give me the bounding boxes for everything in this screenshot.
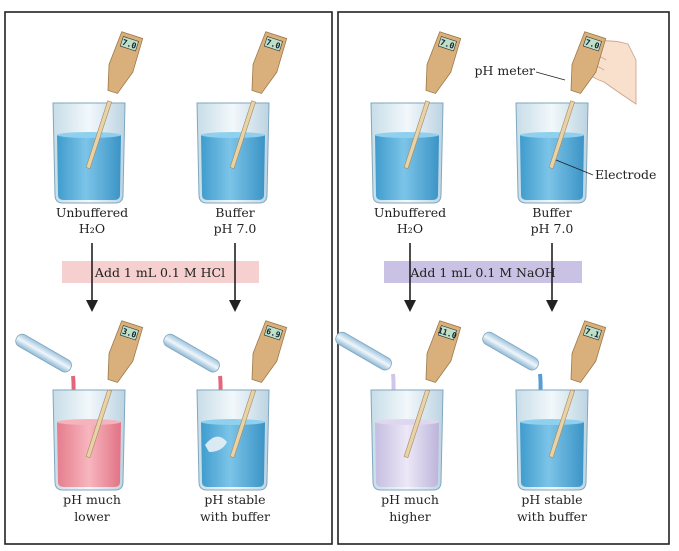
label-ph-much-lower-1: pH much	[63, 492, 121, 507]
label-ph-much-higher-2: higher	[389, 509, 430, 524]
base-action-text: Add 1 mL 0.1 M NaOH	[409, 265, 555, 280]
lcd-reading-top-right: 7.0	[265, 38, 282, 51]
base-action-band	[384, 261, 582, 283]
lcd-reading-r-top-left: 7.0	[439, 38, 456, 51]
label-ph-stable-acid-2: with buffer	[200, 509, 270, 524]
ph-meter-bottom-right: 6.9	[229, 320, 288, 458]
ph-meter-bottom-left: 3.0	[85, 320, 144, 458]
left-panel-frame	[4, 11, 333, 545]
right-panel-frame	[337, 11, 670, 545]
label-ph-much-lower-2: lower	[74, 509, 110, 524]
ph-meter-top-right-right-panel: 7.0	[548, 31, 607, 169]
ph-meter-top-left-right-panel: 7.0	[403, 31, 462, 169]
label-buffer: Buffer	[215, 205, 255, 220]
lcd-reading-bottom-right: 6.9	[265, 327, 282, 340]
ph-meter-bottom-right-right-panel: 7.1	[548, 320, 607, 458]
callout-line-electrode	[555, 159, 594, 176]
label-h2o: H₂O	[79, 221, 105, 236]
ph-meter-top-right: 7.0	[229, 31, 288, 169]
acid-action-text: Add 1 mL 0.1 M HCl	[94, 265, 225, 280]
lcd-reading-r-top-right: 7.0	[584, 38, 601, 51]
beaker-buffer-bottom-right	[196, 389, 270, 491]
arrow-left-1	[86, 243, 98, 312]
beaker-unbuffered-bottom-left	[52, 389, 126, 491]
label-ph-stable-base-1: pH stable	[521, 492, 582, 507]
label-unbuffered: Unbuffered	[56, 205, 128, 220]
label-r-ph-7: pH 7.0	[531, 221, 574, 236]
callout-electrode: Electrode	[595, 167, 656, 182]
lcd-reading-top-left: 7.0	[121, 38, 138, 51]
lcd-reading-bottom-left: 3.0	[121, 327, 138, 340]
beaker-unbuffered-top-left	[52, 102, 126, 204]
label-ph-stable-base-2: with buffer	[517, 509, 587, 524]
beaker-buffer-bottom-right-right-panel	[515, 389, 589, 491]
callout-ph-meter: pH meter	[474, 63, 535, 78]
acid-action-band	[62, 261, 259, 283]
ph-meter-top-left: 7.0	[85, 31, 144, 169]
beaker-unbuffered-top-right-panel	[370, 102, 444, 204]
ph-meter-bottom-left-right-panel: 11.0	[403, 320, 462, 458]
label-r-buffer: Buffer	[532, 205, 572, 220]
beaker-buffer-top-right-panel	[515, 102, 589, 204]
arrow-right-2	[546, 243, 558, 312]
label-r-unbuffered: Unbuffered	[374, 205, 446, 220]
label-ph-stable-acid-1: pH stable	[204, 492, 265, 507]
arrow-right-1	[404, 243, 416, 312]
label-r-h2o: H₂O	[397, 221, 423, 236]
label-ph-much-higher-1: pH much	[381, 492, 439, 507]
beaker-buffer-top-right	[196, 102, 270, 204]
beaker-unbuffered-bottom-right-panel	[370, 389, 444, 491]
lcd-reading-r-bottom-right: 7.1	[584, 327, 601, 340]
callout-line-ph-meter	[535, 71, 566, 81]
arrow-left-2	[229, 243, 241, 312]
label-ph-7: pH 7.0	[214, 221, 257, 236]
